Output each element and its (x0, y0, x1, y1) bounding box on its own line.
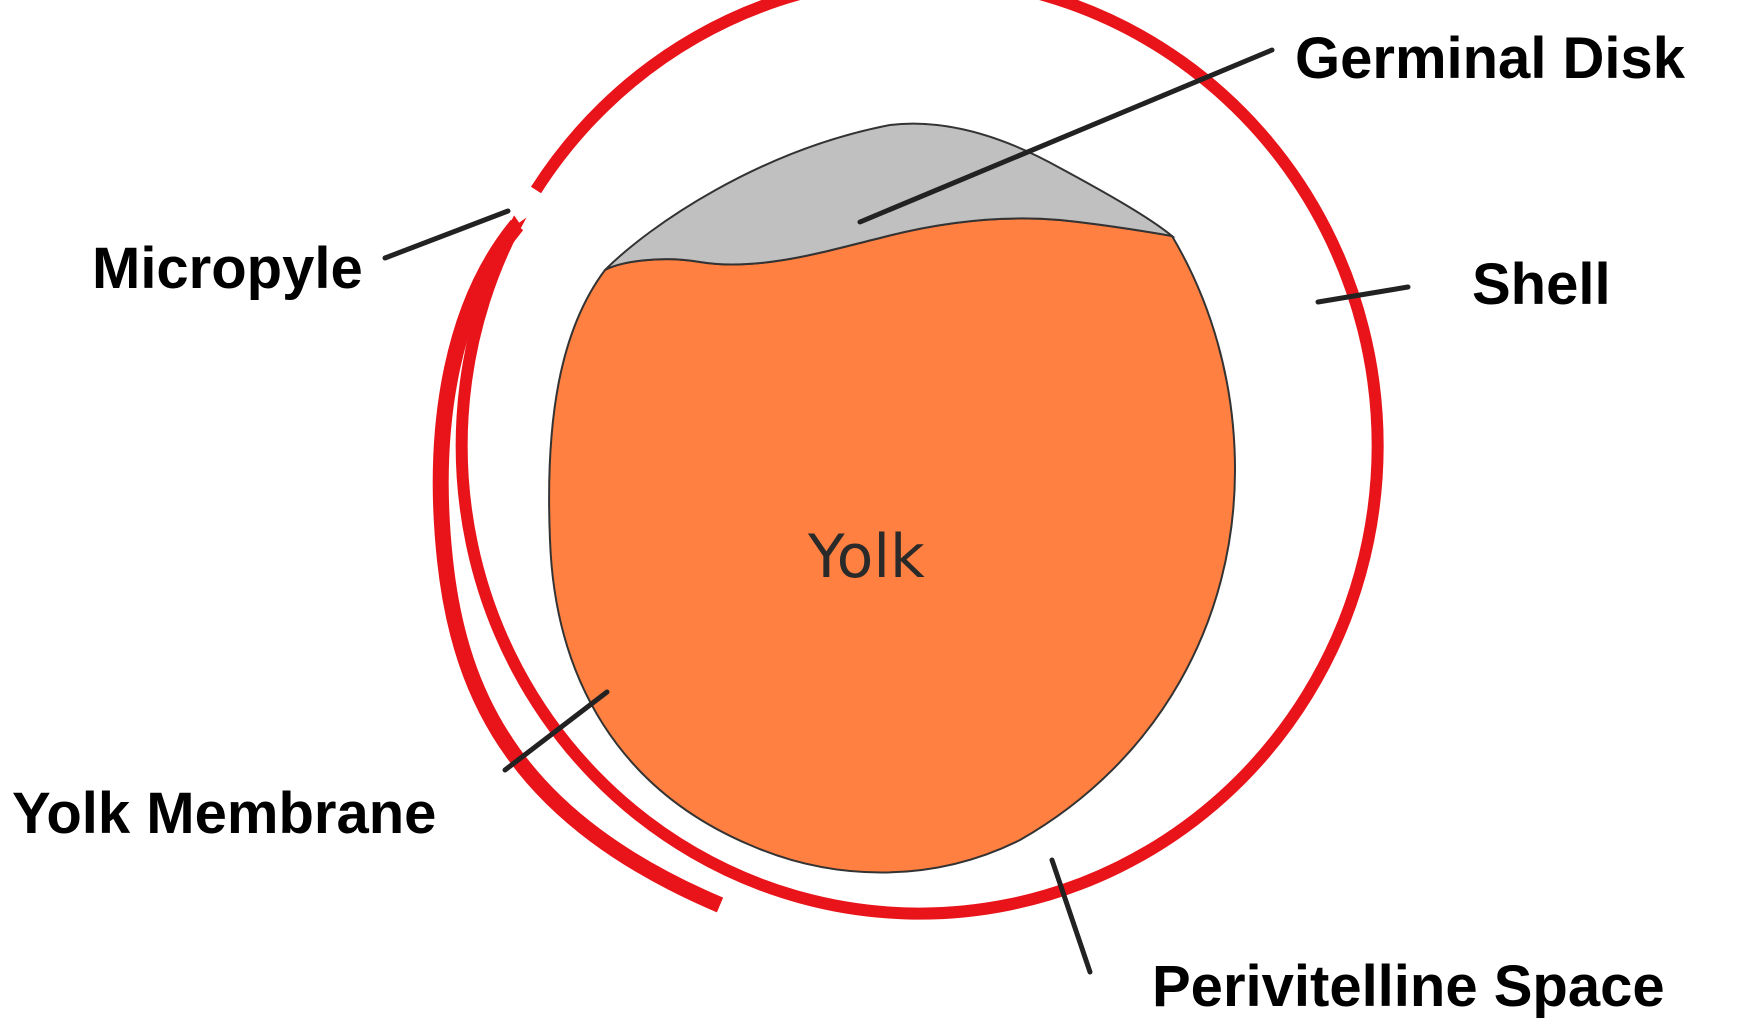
micropyle-label: Micropyle (92, 236, 363, 301)
yolk-membrane-leader (505, 692, 607, 770)
perivitelline-space-label: Perivitelline Space (1152, 954, 1665, 1019)
shell-leader (1318, 287, 1408, 302)
yolk-membrane-label: Yolk Membrane (12, 781, 436, 846)
shell-label: Shell (1472, 252, 1611, 317)
yolk-label: Yolk (807, 522, 925, 592)
germinal-disk-label: Germinal Disk (1295, 26, 1686, 91)
